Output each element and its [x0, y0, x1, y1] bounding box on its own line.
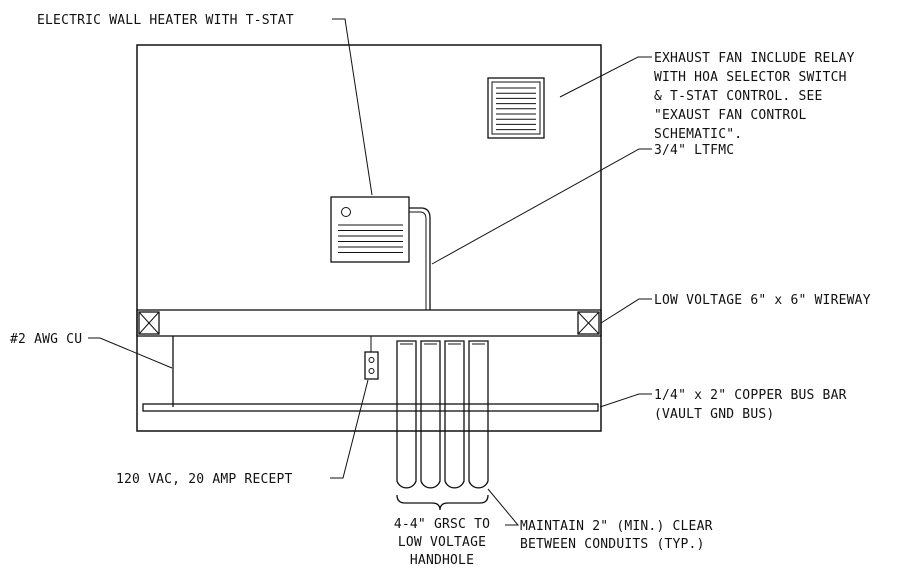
grsc-conduit [468, 340, 489, 489]
grsc-conduit [444, 340, 465, 489]
clear-label: MAINTAIN 2" (MIN.) CLEAR BETWEEN CONDUIT… [520, 519, 713, 552]
svg-text:& T-STAT CONTROL. SEE: & T-STAT CONTROL. SEE [654, 89, 823, 104]
svg-text:EXHAUST FAN INCLUDE RELAY: EXHAUST FAN INCLUDE RELAY [654, 51, 855, 66]
svg-text:"EXAUST FAN CONTROL: "EXAUST FAN CONTROL [654, 108, 807, 123]
wall-heater-icon [330, 196, 410, 263]
exhaust-fan-label: EXHAUST FAN INCLUDE RELAY WITH HOA SELEC… [654, 51, 855, 142]
exhaust-fan-icon [487, 77, 545, 139]
svg-text:4-4" GRSC TO: 4-4" GRSC TO [394, 517, 490, 532]
svg-text:HANDHOLE: HANDHOLE [410, 553, 474, 568]
wireway-label: LOW VOLTAGE 6" x 6" WIREWAY [654, 293, 871, 308]
awg-label: #2 AWG CU [10, 332, 82, 347]
receptacle-icon [364, 351, 379, 380]
svg-text:MAINTAIN 2" (MIN.) CLEAR: MAINTAIN 2" (MIN.) CLEAR [520, 519, 713, 534]
conduit-brace [396, 494, 489, 511]
ltfmc-label: 3/4" LTFMC [654, 143, 734, 158]
svg-text:WITH HOA SELECTOR SWITCH: WITH HOA SELECTOR SWITCH [654, 70, 847, 85]
vault-wall [136, 44, 602, 432]
recept-label: 120 VAC, 20 AMP RECEPT [116, 472, 293, 487]
svg-text:LOW VOLTAGE: LOW VOLTAGE [398, 535, 486, 550]
grsc-label: 4-4" GRSC TO LOW VOLTAGE HANDHOLE [394, 517, 490, 568]
ltfmc-conduit [409, 207, 431, 310]
svg-text:SCHEMATIC".: SCHEMATIC". [654, 127, 742, 142]
copper-bus-bar [142, 403, 599, 412]
bus-bar-label: 1/4" x 2" COPPER BUS BAR (VAULT GND BUS) [654, 388, 847, 422]
conduit-group [396, 340, 489, 489]
svg-text:BETWEEN CONDUITS (TYP.): BETWEEN CONDUITS (TYP.) [520, 537, 705, 552]
grsc-conduit [420, 340, 441, 489]
heater-label: ELECTRIC WALL HEATER WITH T-STAT [37, 13, 294, 28]
svg-text:(VAULT GND BUS): (VAULT GND BUS) [654, 407, 774, 422]
leader-lines [88, 18, 652, 526]
grsc-conduit [396, 340, 417, 489]
svg-text:1/4" x 2" COPPER BUS BAR: 1/4" x 2" COPPER BUS BAR [654, 388, 847, 403]
